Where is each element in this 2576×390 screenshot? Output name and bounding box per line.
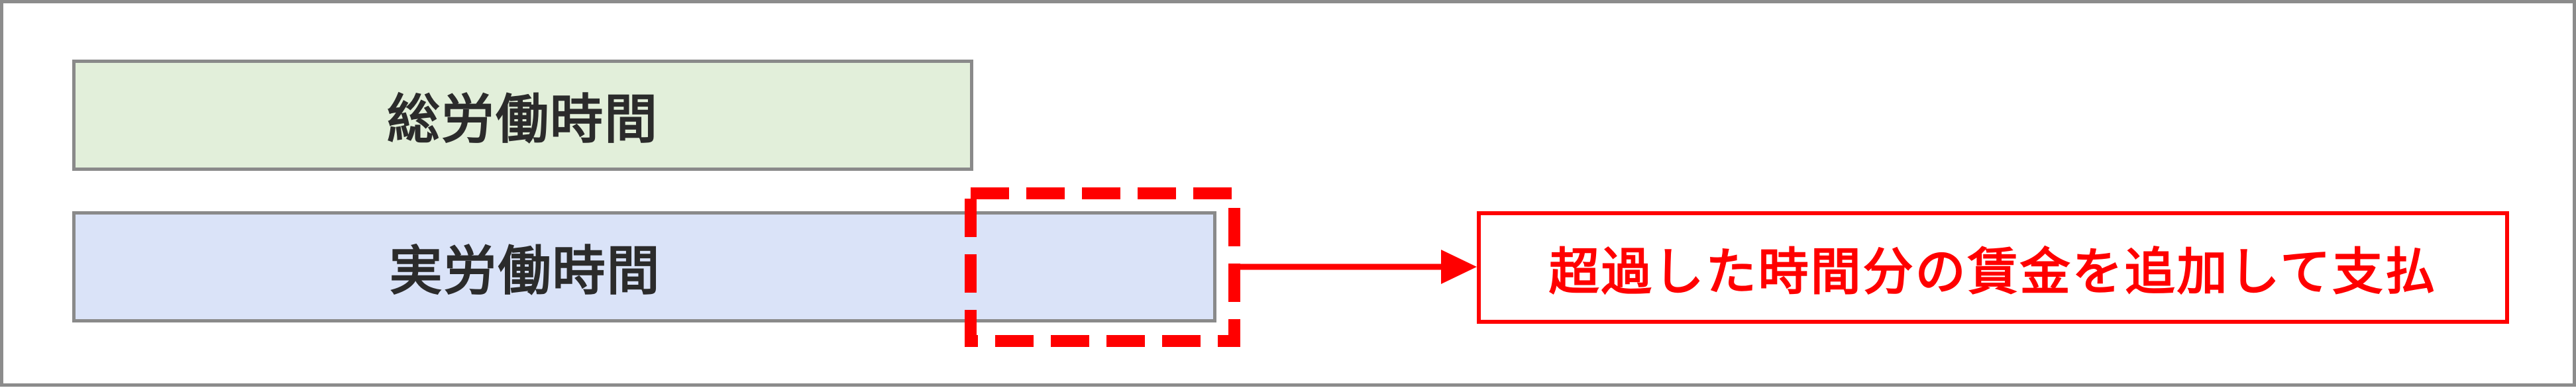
- arrow-right-icon: [1441, 250, 1477, 284]
- actual-working-hours-label: 実労働時間: [389, 240, 661, 302]
- total-working-hours-label: 総労働時間: [387, 89, 659, 150]
- additional-payment-text: 超過した時間分の賃金を追加して支払: [1548, 242, 2438, 301]
- actual-working-hours-bar: 実労働時間: [72, 211, 1216, 322]
- additional-payment-callout: 超過した時間分の賃金を追加して支払: [1477, 211, 2509, 324]
- total-working-hours-bar: 総労働時間: [72, 60, 973, 171]
